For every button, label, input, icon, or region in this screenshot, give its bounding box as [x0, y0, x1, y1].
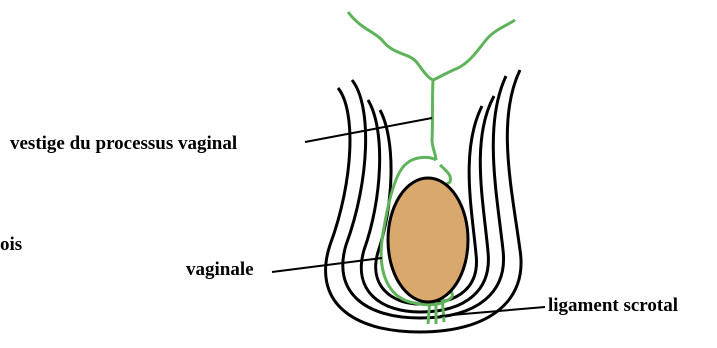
- ligament-strand-3: [442, 296, 444, 322]
- label-vaginale: vaginale: [186, 260, 254, 279]
- label-fragment: ois: [0, 235, 22, 254]
- processus-vaginalis-stalk: [432, 80, 436, 160]
- label-ligament-scrotal: ligament scrotal: [548, 296, 678, 315]
- testis: [388, 178, 468, 302]
- label-vestige-processus-vaginal: vestige du processus vaginal: [10, 134, 237, 153]
- leader-vestige: [305, 118, 432, 142]
- processus-vaginalis-vestige: [348, 12, 515, 80]
